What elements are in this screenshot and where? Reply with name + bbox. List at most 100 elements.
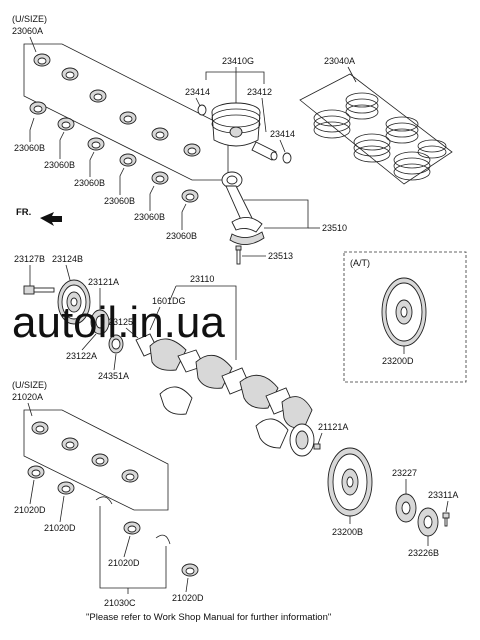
label-23127B: 23127B <box>14 254 45 264</box>
leader-23122A <box>81 333 97 351</box>
leader-21121A <box>317 432 323 445</box>
leader-21020A <box>27 402 33 417</box>
label-21020D-4: 21020D <box>172 593 204 603</box>
bracket-21030C <box>99 506 167 589</box>
bearing-shell-icon <box>121 469 139 483</box>
bearing-shell-icon <box>61 67 79 81</box>
leader-23060B-3 <box>89 151 95 177</box>
bracket-23110 <box>176 285 237 360</box>
leader-1601DG <box>149 306 161 331</box>
bracket-23510 <box>244 199 309 229</box>
upper-size-label: (U/SIZE) <box>12 14 47 24</box>
bearing-shell-icon <box>57 117 75 131</box>
label-23040A: 23040A <box>324 56 355 66</box>
leader-23110 <box>169 285 177 301</box>
label-23412: 23412 <box>247 87 272 97</box>
leader-23060B-2 <box>59 131 65 159</box>
thrust-washer-icon <box>95 496 113 505</box>
piston-icon <box>211 102 261 147</box>
rod-bolt-icon <box>235 245 242 265</box>
label-23060B-6: 23060B <box>166 231 197 241</box>
bearing-shell-icon <box>183 143 201 157</box>
label-23060A: 23060A <box>12 26 43 36</box>
label-24351A: 24351A <box>98 371 129 381</box>
bearing-shell-icon <box>89 89 107 103</box>
front-arrow-icon <box>40 212 62 226</box>
bracket-23410G <box>205 71 265 84</box>
label-23200B: 23200B <box>332 527 363 537</box>
leader-23060B-4 <box>119 167 125 195</box>
leader-23414-1 <box>195 97 201 107</box>
label-23226B: 23226B <box>408 548 439 558</box>
lower-bearings-row <box>27 421 139 495</box>
leader-23060B-5 <box>149 185 155 211</box>
label-23125: 23125 <box>108 317 133 327</box>
label-21030C: 21030C <box>104 598 136 608</box>
label-21020D-2: 21020D <box>44 523 76 533</box>
bearing-shell-icon <box>87 137 105 151</box>
piston-group: 23410G 23414 23412 23414 <box>185 56 295 164</box>
bearing-shell-icon <box>151 127 169 141</box>
watermark-text: autoil.in.ua <box>12 298 225 347</box>
bearing-shell-icon <box>31 421 49 435</box>
label-23510: 23510 <box>322 223 347 233</box>
bearing-shell-icon <box>119 153 137 167</box>
pulley-group: 23127B 23124B 23121A 23125 23122A 24351A <box>14 254 139 381</box>
flywheel-icon <box>381 277 427 347</box>
lower-panel-outline <box>23 409 169 511</box>
pulley-bolt-icon <box>23 285 55 295</box>
connecting-rod-group: 23510 23513 <box>221 171 347 265</box>
leader-23125 <box>125 327 139 339</box>
bearing-shell-icon <box>33 53 51 67</box>
leader-24351A <box>113 353 117 371</box>
reinforcement-plate-icon <box>417 507 439 537</box>
label-21020A: 21020A <box>12 392 43 402</box>
at-driveplate-panel: (A/T) 23200D <box>343 251 467 383</box>
bearing-shell-icon <box>57 481 75 495</box>
label-23414-1: 23414 <box>185 87 210 97</box>
damper-pulley-icon <box>57 279 91 325</box>
ring-panel-outline <box>299 73 453 185</box>
bearing-shell-icon <box>181 563 199 577</box>
piston-pin-icon <box>251 141 278 161</box>
label-23060B-1: 23060B <box>14 143 45 153</box>
label-23124B: 23124B <box>52 254 83 264</box>
label-23110: 23110 <box>190 274 214 284</box>
leader-21020D-2 <box>59 495 65 523</box>
sprocket-icon <box>90 309 110 335</box>
flywheel-bolt-icon <box>442 512 450 527</box>
bearing-shell-icon <box>61 437 79 451</box>
label-23060B-5: 23060B <box>134 212 165 222</box>
bearing-shell-icon <box>91 453 109 467</box>
bearing-shell-icon <box>151 171 169 185</box>
leader-23060B-6 <box>181 203 187 230</box>
label-23060B-4: 23060B <box>104 196 135 206</box>
crankshaft-group: 23110 1601DG <box>135 274 315 457</box>
bearing-shell-icon <box>119 111 137 125</box>
leader-23060A <box>29 36 37 53</box>
label-23200D: 23200D <box>382 356 414 366</box>
bearing-shell-icon <box>27 465 45 479</box>
label-23513: 23513 <box>268 251 293 261</box>
label-21020D-1: 21020D <box>14 505 46 515</box>
label-23227: 23227 <box>392 468 417 478</box>
label-23122A: 23122A <box>66 351 97 361</box>
label-21121A: 21121A <box>318 422 348 432</box>
leader-23311A <box>445 500 449 513</box>
snap-ring-icon <box>282 152 292 164</box>
bearing-shell-icon <box>29 101 47 115</box>
lower-size-label: (U/SIZE) <box>12 380 47 390</box>
front-label: FR. <box>16 207 31 218</box>
footer-note: "Please refer to Work Shop Manual for fu… <box>86 612 331 623</box>
leader-23060B-1 <box>29 117 35 142</box>
front-indicator: FR. <box>16 207 62 226</box>
bearing-shell-icon <box>181 189 199 203</box>
drive-plate-icon <box>395 493 417 523</box>
upper-bearings-row <box>29 53 201 203</box>
leader-21020D-3 <box>123 535 131 558</box>
leader-21020D-1 <box>29 479 35 505</box>
at-label: (A/T) <box>350 258 370 268</box>
label-23311A: 23311A <box>428 490 458 500</box>
label-23121A: 23121A <box>88 277 119 287</box>
flywheel-mt-icon <box>327 447 373 517</box>
